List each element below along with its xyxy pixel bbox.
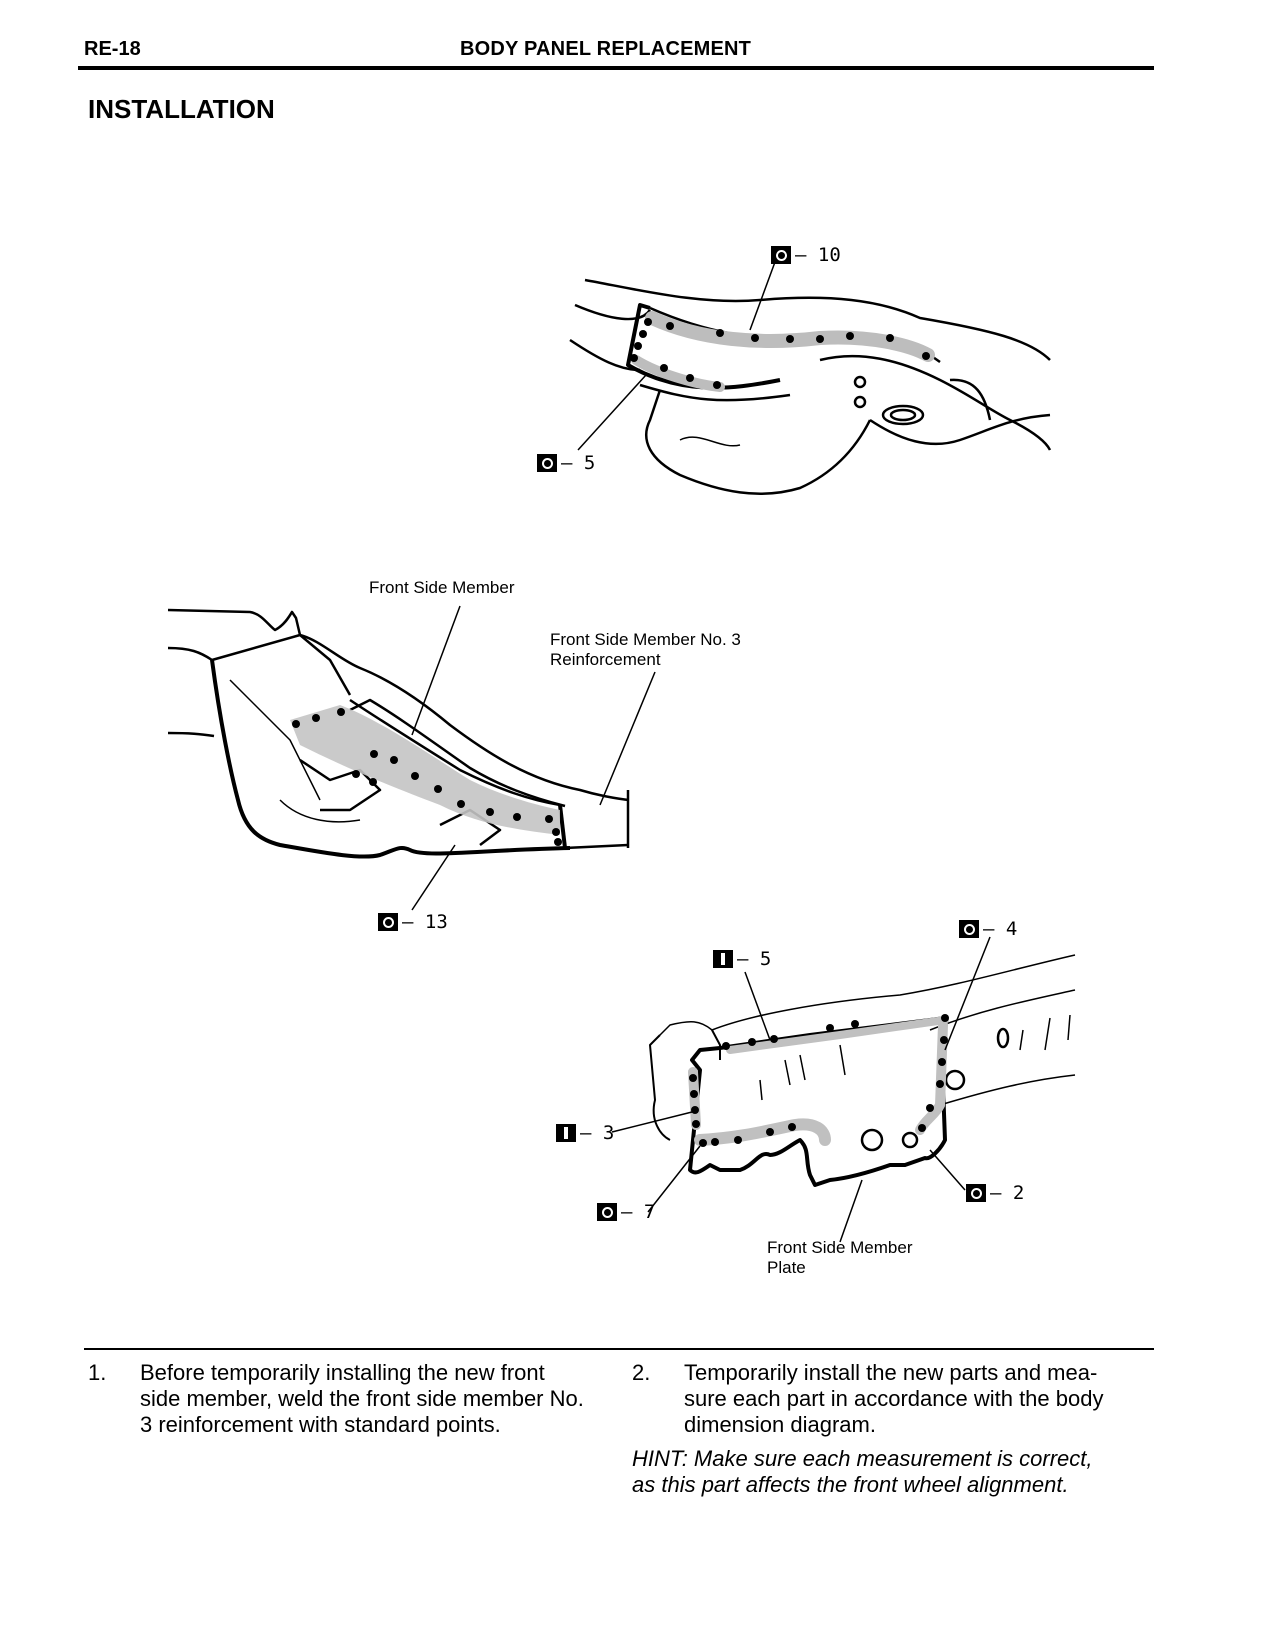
step-line: side member, weld the front side member …	[140, 1386, 584, 1411]
figure-3-weld-points	[689, 1014, 949, 1147]
figure-3-leader-o2	[929, 1149, 966, 1191]
figure-2-weld-points	[292, 708, 562, 846]
step-number: 2.	[632, 1360, 651, 1385]
figure-3-leader-i5	[744, 971, 771, 1041]
callout-o-2: — 2	[966, 1182, 1024, 1204]
step-line: Temporarily install the new parts and me…	[684, 1360, 1098, 1385]
spot-weld-symbol-icon	[378, 913, 398, 931]
callout-text: — 5	[561, 452, 596, 474]
callout-i-3: — 3	[556, 1122, 614, 1144]
figure-3-weld-band-top	[726, 1016, 949, 1054]
plug-weld-symbol-icon	[556, 1124, 576, 1142]
step-line: dimension diagram.	[684, 1412, 876, 1437]
callout-o-10: — 10	[771, 244, 841, 266]
callout-o-13: — 13	[378, 911, 448, 933]
figure-2-leader-reinforcement	[599, 671, 656, 806]
hint-line: as this part affects the front wheel ali…	[632, 1472, 1069, 1497]
plug-weld-symbol-icon	[713, 950, 733, 968]
figure-1-illustration	[569, 278, 1052, 495]
spot-weld-symbol-icon	[959, 920, 979, 938]
callout-text: — 10	[795, 244, 841, 266]
callout-text: — 5	[737, 948, 772, 970]
hint-note: HINT: Make sure each measurement is corr…	[632, 1446, 1152, 1498]
callout-text: — 7	[621, 1201, 656, 1223]
figure-1-weld-band	[645, 311, 935, 362]
spot-weld-symbol-icon	[597, 1203, 617, 1221]
figure-2-weld-area	[290, 705, 560, 835]
figure-3-illustration	[649, 954, 1076, 1187]
label-reinforcement-line1: Front Side Member No. 3	[550, 630, 741, 649]
label-plate-line2: Plate	[767, 1258, 806, 1277]
hint-line: HINT: Make sure each measurement is corr…	[632, 1446, 1093, 1471]
figure-3-leader-o4	[944, 936, 991, 1051]
figure-3-leader-plate	[839, 1179, 863, 1243]
section-title: INSTALLATION	[88, 94, 275, 124]
figure-3-leader-o7	[647, 1145, 701, 1213]
spot-weld-symbol-icon	[537, 454, 557, 472]
figure-3-weld-band-right	[915, 1020, 948, 1135]
callout-o-5: — 5	[537, 452, 595, 474]
label-front-side-member: Front Side Member	[369, 578, 515, 597]
header-rule	[78, 66, 1154, 70]
figure-3-leader-i3	[611, 1111, 693, 1133]
callout-text: — 2	[990, 1182, 1025, 1204]
figure-2-leader-front-side-member	[411, 605, 461, 736]
step-line: 3 reinforcement with standard points.	[140, 1412, 501, 1437]
label-reinforcement-line2: Reinforcement	[550, 650, 661, 669]
step-text: Before temporarily installing the new fr…	[140, 1360, 584, 1438]
figure-1-leader-10	[749, 261, 776, 331]
step-2: 2. Temporarily install the new parts and…	[632, 1360, 1152, 1440]
page-header-title: BODY PANEL REPLACEMENT	[460, 38, 752, 60]
step-line: sure each part in accordance with the bo…	[684, 1386, 1104, 1411]
figure-1-weld-points	[630, 318, 930, 389]
section-rule	[84, 1348, 1154, 1350]
step-number: 1.	[88, 1360, 107, 1385]
callout-text: — 13	[402, 911, 448, 933]
step-text: Temporarily install the new parts and me…	[684, 1360, 1103, 1438]
spot-weld-symbol-icon	[966, 1184, 986, 1202]
callout-text: — 3	[580, 1122, 615, 1144]
figure-2-illustration	[167, 608, 630, 859]
figure-1-leader-5	[577, 374, 647, 451]
label-plate-line1: Front Side Member	[767, 1238, 913, 1257]
page-code: RE-18	[84, 38, 141, 60]
step-line: Before temporarily installing the new fr…	[140, 1360, 545, 1385]
spot-weld-symbol-icon	[771, 246, 791, 264]
callout-o-4: — 4	[959, 918, 1017, 940]
callout-text: — 4	[983, 918, 1018, 940]
callout-o-7: — 7	[597, 1201, 655, 1223]
figure-2-leader-13	[411, 844, 456, 911]
step-1: 1. Before temporarily installing the new…	[88, 1360, 628, 1440]
figure-3-weld-band-bottom	[694, 1118, 831, 1146]
callout-i-5: — 5	[713, 948, 771, 970]
